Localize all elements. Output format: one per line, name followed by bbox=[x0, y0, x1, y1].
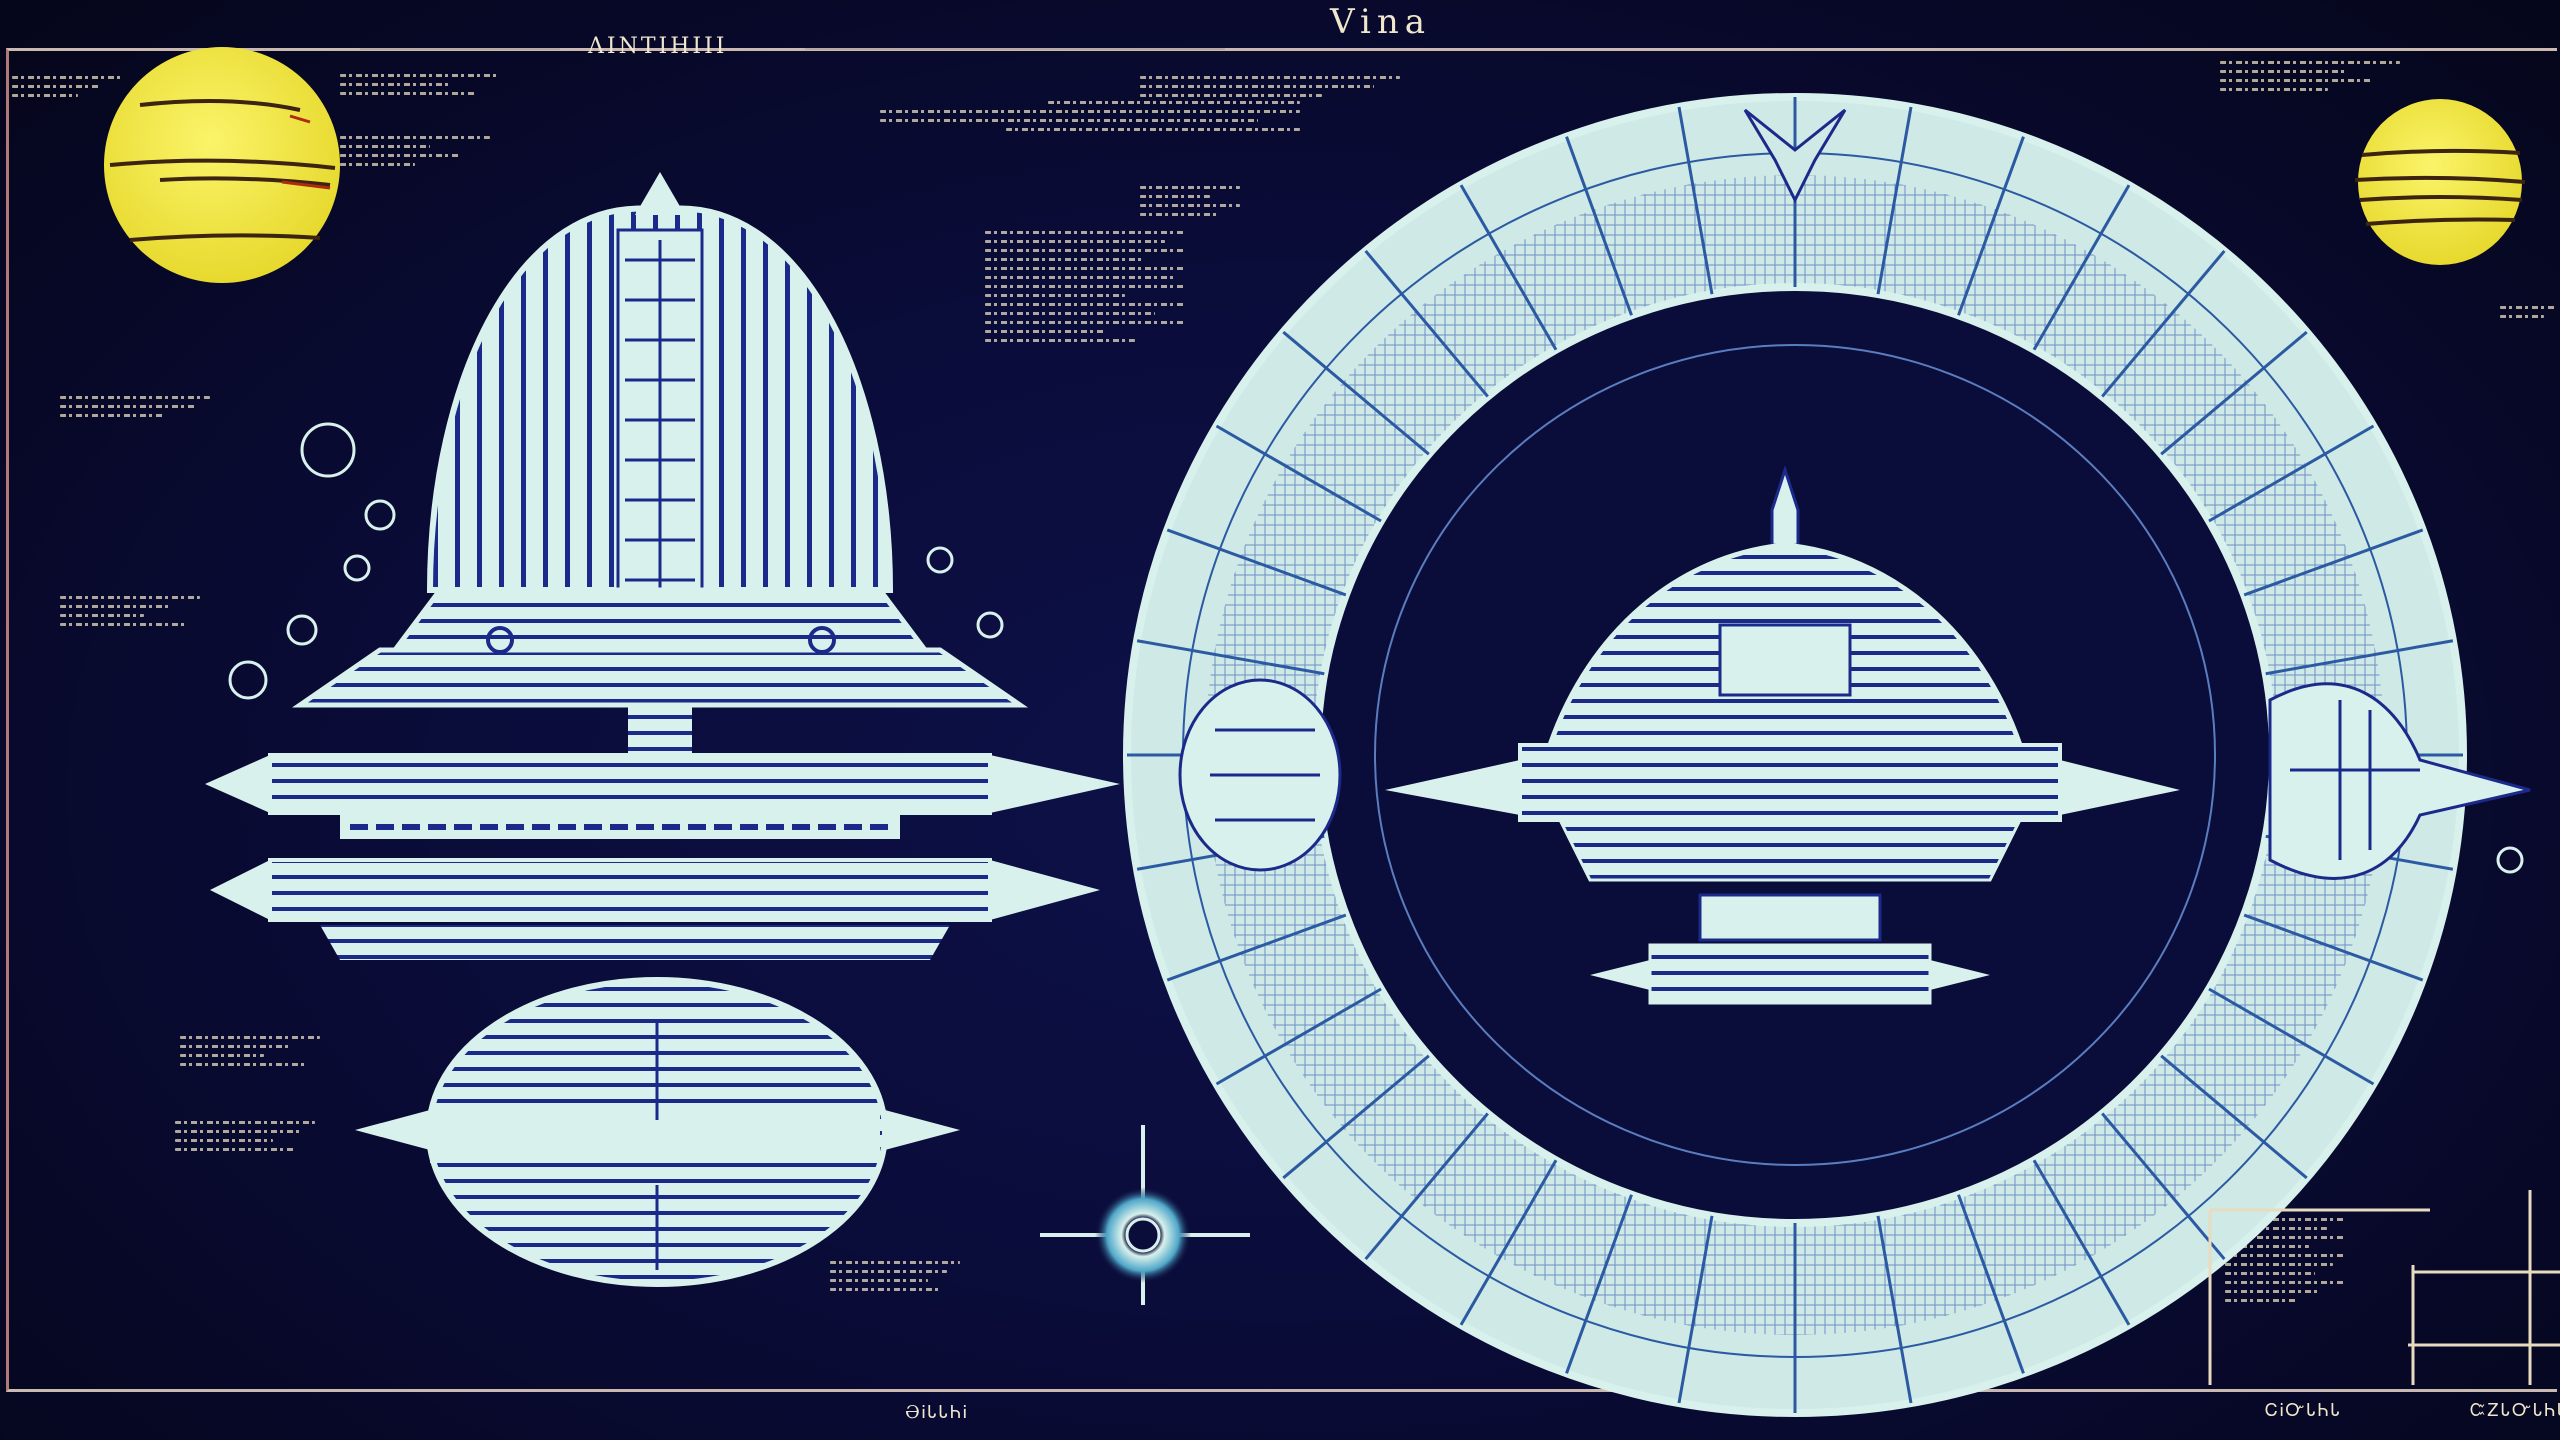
right-planet-icon bbox=[2354, 99, 2526, 265]
ring-segment-divider bbox=[1459, 1159, 1558, 1326]
ring-segment-divider bbox=[1215, 987, 1382, 1086]
left-planet-icon bbox=[104, 47, 340, 283]
footer-left-glyphs: ƏᎥᏓᏓᏂᎥ bbox=[905, 1402, 969, 1423]
ring-segment-divider bbox=[1166, 913, 1347, 982]
ring-segment-divider bbox=[2243, 913, 2424, 982]
upper-hull-icon bbox=[205, 753, 1120, 839]
annotation-block bbox=[2500, 300, 2555, 324]
ring-segment-divider bbox=[1282, 330, 1430, 456]
ring-segment-divider bbox=[1957, 1194, 2025, 1374]
annotation-block bbox=[830, 1255, 960, 1297]
annotation-block bbox=[2225, 1212, 2345, 1308]
ring-segment-divider bbox=[1677, 106, 1714, 295]
ring-segment-divider bbox=[1459, 184, 1558, 351]
star-burst-icon bbox=[1040, 1125, 1250, 1305]
ring-segment-divider bbox=[2101, 1112, 2226, 1261]
ring-segment-divider bbox=[1282, 1054, 1430, 1180]
ring-segment-divider bbox=[2101, 249, 2226, 398]
ring-segment-divider bbox=[1565, 1194, 1633, 1374]
ring-segment-divider bbox=[1957, 136, 2025, 316]
ring-segment-divider bbox=[2032, 1159, 2131, 1326]
ring-segment-divider bbox=[2160, 330, 2308, 456]
annotation-block bbox=[985, 225, 1185, 348]
annotation-block bbox=[1140, 70, 1400, 103]
ring-segment-divider bbox=[1166, 528, 1347, 597]
ring-segment-divider bbox=[2160, 1054, 2308, 1180]
ring-segment-divider bbox=[1876, 1215, 1913, 1404]
annotation-block bbox=[340, 130, 490, 172]
ring-segment-divider bbox=[1565, 136, 1633, 316]
ring-segment-divider bbox=[1364, 249, 1489, 398]
annotation-block bbox=[880, 95, 1300, 137]
footer-right-glyphs: ᏟᎥᏅᏓᏂᏓ bbox=[2265, 1400, 2342, 1421]
saucer-icon bbox=[1385, 465, 2180, 1005]
ring-segment-divider bbox=[1876, 106, 1913, 295]
annotation-block bbox=[1140, 180, 1240, 222]
ring-segment-divider bbox=[1364, 1112, 1489, 1261]
annotation-block bbox=[2220, 55, 2400, 97]
subtitle-rule: ΛΙΝΤΙΗΙΙΙ bbox=[360, 34, 1225, 59]
annotation-block bbox=[180, 1030, 320, 1072]
ring-segment-divider bbox=[2208, 424, 2375, 523]
ring-segment-divider bbox=[2032, 184, 2131, 351]
ellipse-pod-icon bbox=[355, 977, 960, 1287]
poster-frame bbox=[6, 48, 2557, 1392]
annotation-block bbox=[60, 590, 200, 632]
ring-side-pod-icons bbox=[1178, 678, 2531, 880]
subtitle-glyphs: ΛΙΝΤΙΗΙΙΙ bbox=[588, 34, 728, 59]
annotation-block bbox=[60, 390, 210, 423]
ring-segment-divider bbox=[1677, 1215, 1714, 1404]
lower-hull-icon bbox=[210, 858, 1100, 960]
annotation-block bbox=[340, 68, 500, 101]
reference-grid bbox=[2208, 1190, 2560, 1385]
footer-far-right-glyphs: ᏨᏃᏓᏅᏓᏂᏓ bbox=[2470, 1400, 2560, 1421]
annotation-block bbox=[175, 1115, 315, 1157]
poster-title: Vina bbox=[1330, 2, 1431, 42]
ring-segment-divider bbox=[1136, 639, 1325, 676]
annotation-block bbox=[12, 70, 122, 103]
ring-segment-divider bbox=[2243, 528, 2424, 597]
ring-segment-divider bbox=[1215, 424, 1382, 523]
dome-ship-icon bbox=[291, 172, 1029, 755]
ring-segment-divider bbox=[2265, 639, 2454, 676]
ring-segment-divider bbox=[2208, 987, 2375, 1086]
